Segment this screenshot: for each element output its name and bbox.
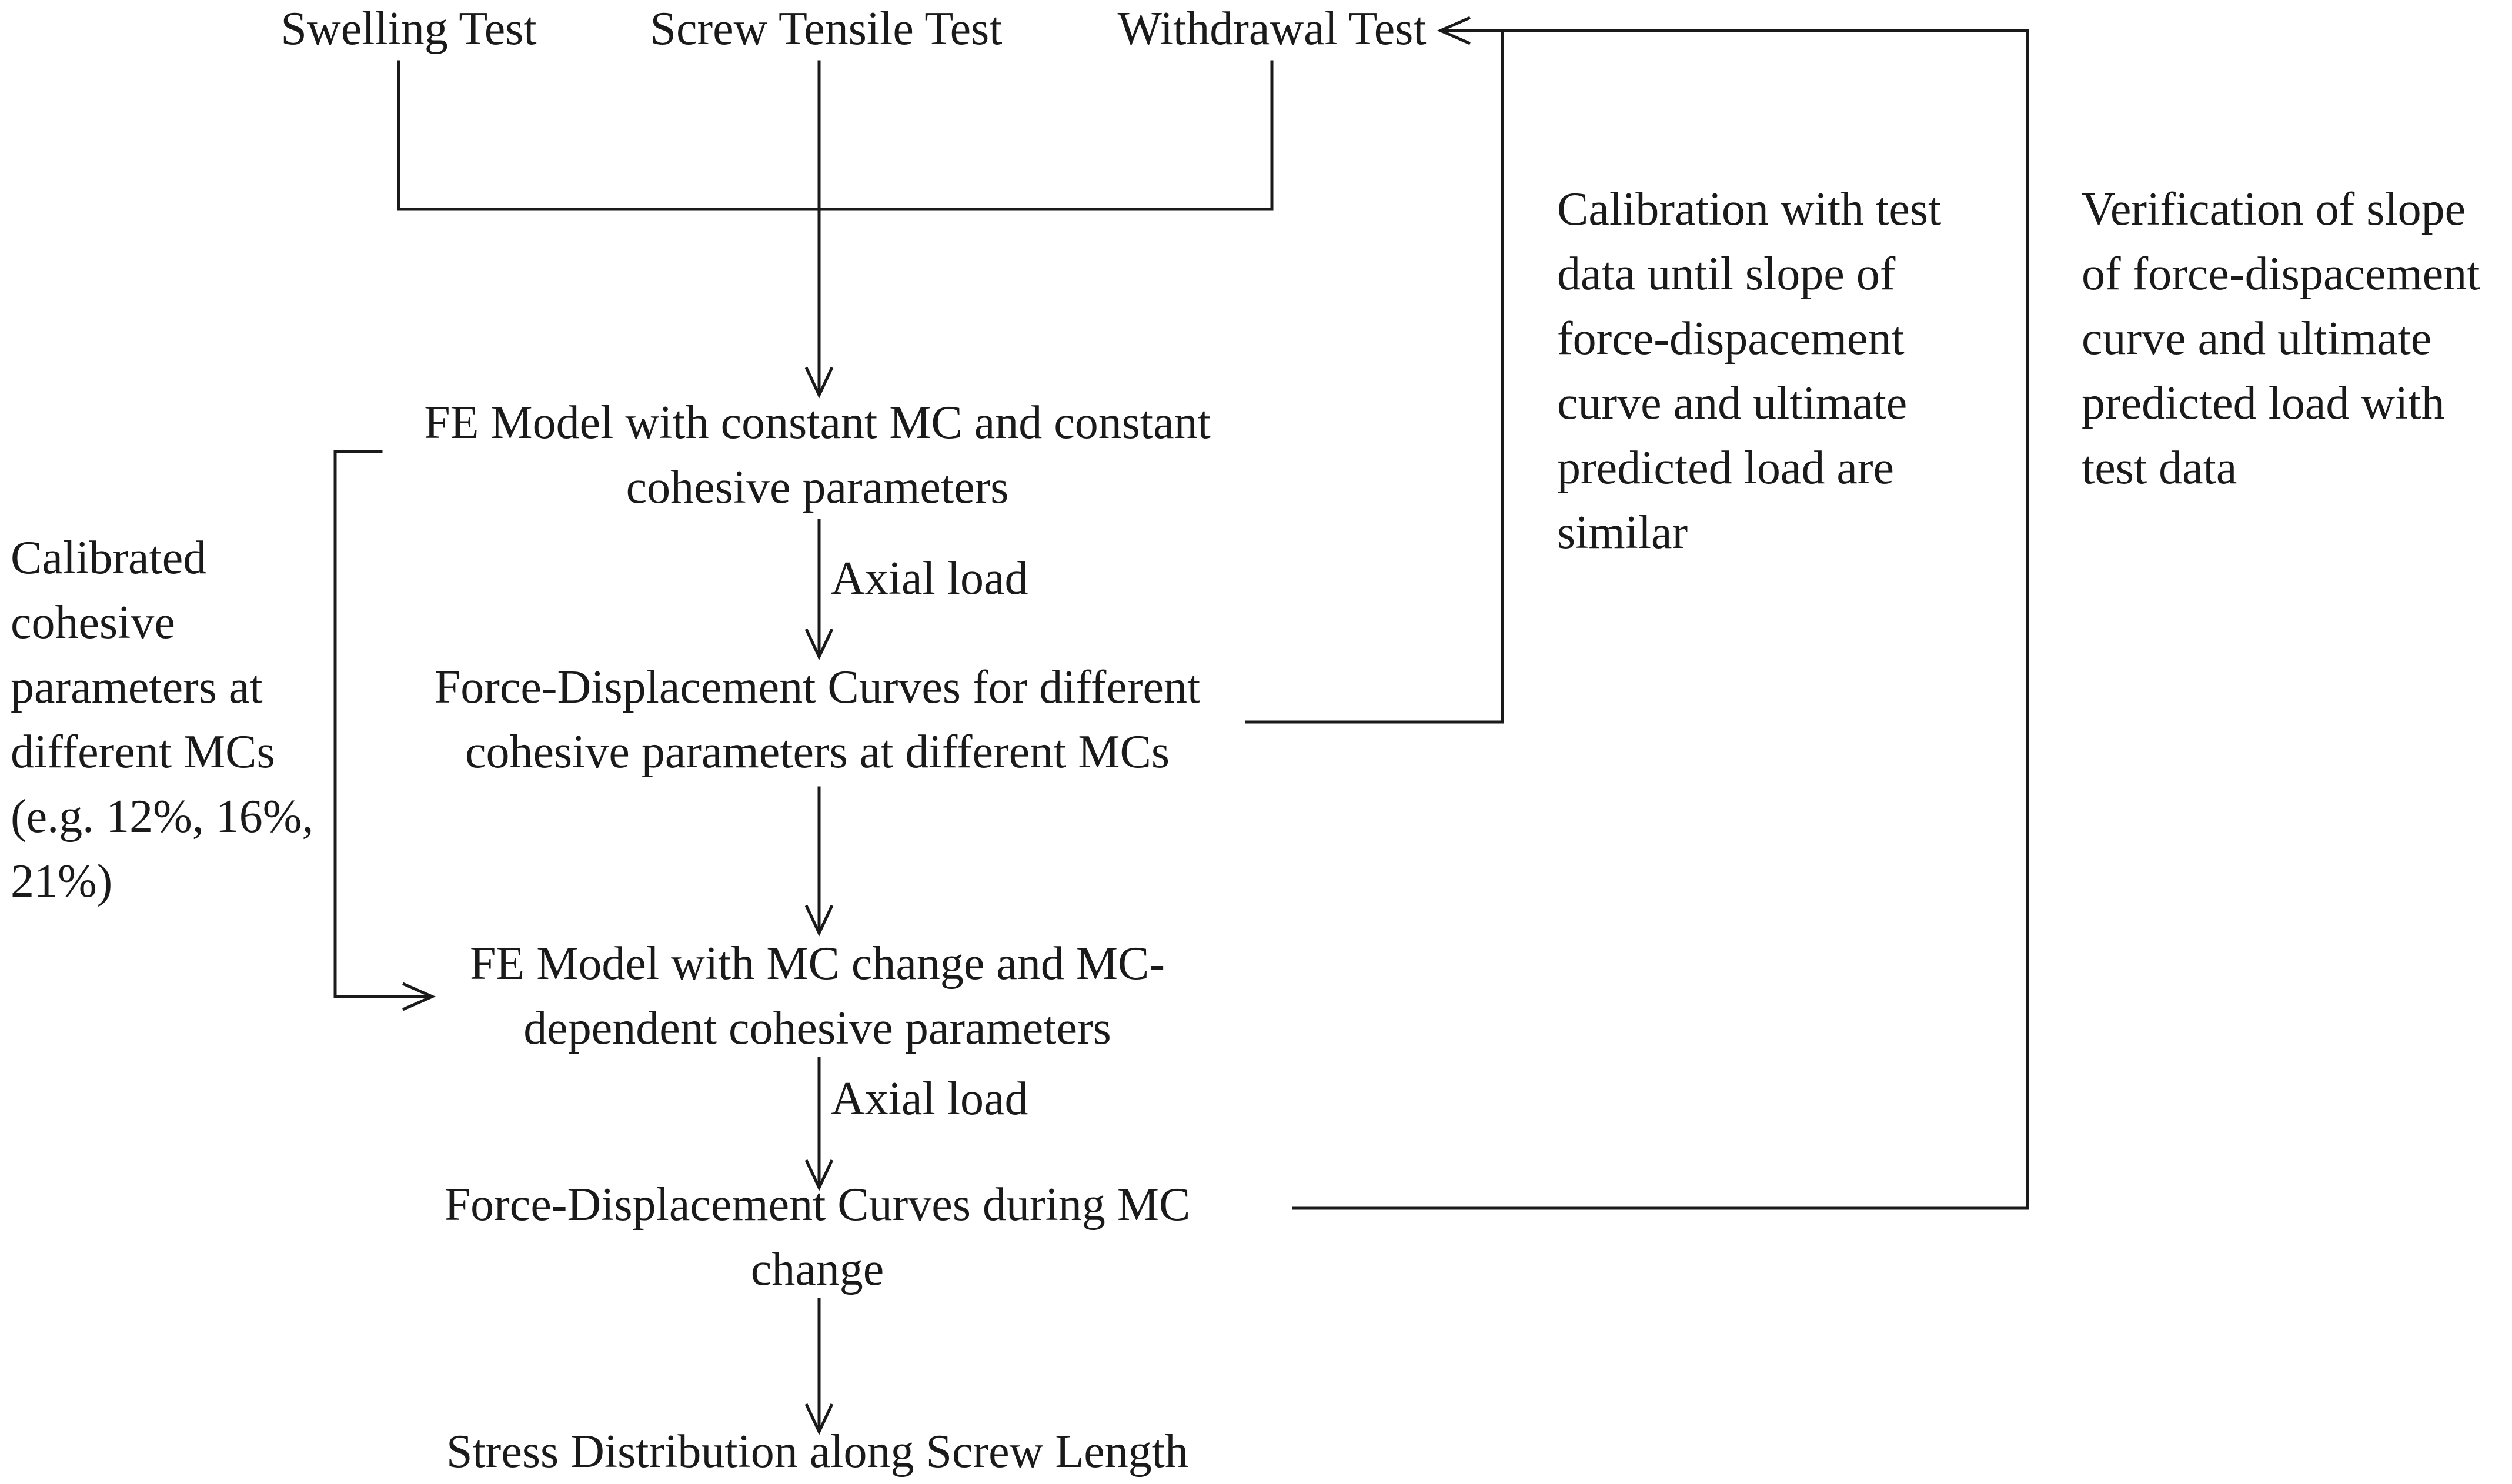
connector-fe-mc-change-to-fd-curves-mc xyxy=(804,1057,834,1191)
calibration-note-line-1: Calibration with test xyxy=(1557,183,1941,235)
connector-verification-loop xyxy=(1292,16,2029,1210)
verification-note-line-1: Verification of slope xyxy=(2082,183,2466,235)
connector-fe-constant-to-fd-curves xyxy=(804,519,834,660)
fd-curves-different-line-1: Force-Displacement Curves for different xyxy=(435,661,1201,713)
connector-calibration-loop xyxy=(1245,29,1504,724)
fd-curves-mc-change-line-1: Force-Displacement Curves during MC xyxy=(445,1179,1191,1231)
connector-calibrated-params-loop xyxy=(333,450,436,1011)
fd-curves-mc-change-line-2: change xyxy=(751,1244,884,1295)
verification-note-line-3: curve and ultimate xyxy=(2082,313,2431,365)
calibrated-note-line-5: (e.g. 12%, 16%, xyxy=(11,791,313,843)
fe-model-mc-change-line-1: FE Model with MC change and MC- xyxy=(470,938,1165,990)
calibrated-note-line-2: cohesive xyxy=(11,597,175,649)
fd-curves-different-node: Force-Displacement Curves for different … xyxy=(435,661,1201,778)
axial-load-label-1: Axial load xyxy=(831,553,1028,604)
calibration-note-line-5: predicted load are xyxy=(1557,442,1894,494)
connector-fd-curves-to-fe-mc-change xyxy=(804,786,834,937)
stress-distribution-node: Stress Distribution along Screw Length xyxy=(446,1426,1188,1478)
fe-model-constant-line-2: cohesive parameters xyxy=(626,462,1009,513)
connector-tests-to-fe-constant xyxy=(804,60,834,399)
calibrated-note-line-4: different MCs xyxy=(11,726,275,778)
calibrated-note-line-3: parameters at xyxy=(11,661,263,713)
verification-note-line-2: of force-dispacement xyxy=(2082,248,2480,300)
calibration-note: Calibration with test data until slope o… xyxy=(1557,183,1941,559)
connector-fd-curves-mc-to-stress xyxy=(804,1298,834,1435)
calibration-note-line-2: data until slope of xyxy=(1557,248,1896,300)
swelling-test-label: Swelling Test xyxy=(280,3,536,55)
verification-note-line-5: test data xyxy=(2082,442,2237,494)
fe-model-constant-line-1: FE Model with constant MC and constant xyxy=(424,397,1211,449)
calibrated-note-line-6: 21%) xyxy=(11,855,112,907)
calibration-note-line-4: curve and ultimate xyxy=(1557,377,1907,429)
verification-note-line-4: predicted load with xyxy=(2082,377,2445,429)
tests-merge-bracket xyxy=(397,60,1274,211)
fe-model-constant-node: FE Model with constant MC and constant c… xyxy=(424,397,1211,513)
calibration-note-line-3: force-dispacement xyxy=(1557,313,1905,365)
fe-model-mc-change-node: FE Model with MC change and MC- dependen… xyxy=(470,938,1165,1054)
verification-note: Verification of slope of force-dispaceme… xyxy=(2082,183,2480,494)
screw-tensile-test-label: Screw Tensile Test xyxy=(650,3,1002,55)
calibration-note-line-6: similar xyxy=(1557,507,1688,559)
axial-load-label-2: Axial load xyxy=(831,1073,1028,1125)
fe-model-mc-change-line-2: dependent cohesive parameters xyxy=(523,1002,1111,1054)
fd-curves-mc-change-node: Force-Displacement Curves during MC chan… xyxy=(445,1179,1191,1295)
calibrated-parameters-note: Calibrated cohesive parameters at differ… xyxy=(11,532,313,907)
withdrawal-test-label: Withdrawal Test xyxy=(1117,3,1426,55)
fd-curves-different-line-2: cohesive parameters at different MCs xyxy=(465,726,1170,778)
calibrated-note-line-1: Calibrated xyxy=(11,532,206,584)
